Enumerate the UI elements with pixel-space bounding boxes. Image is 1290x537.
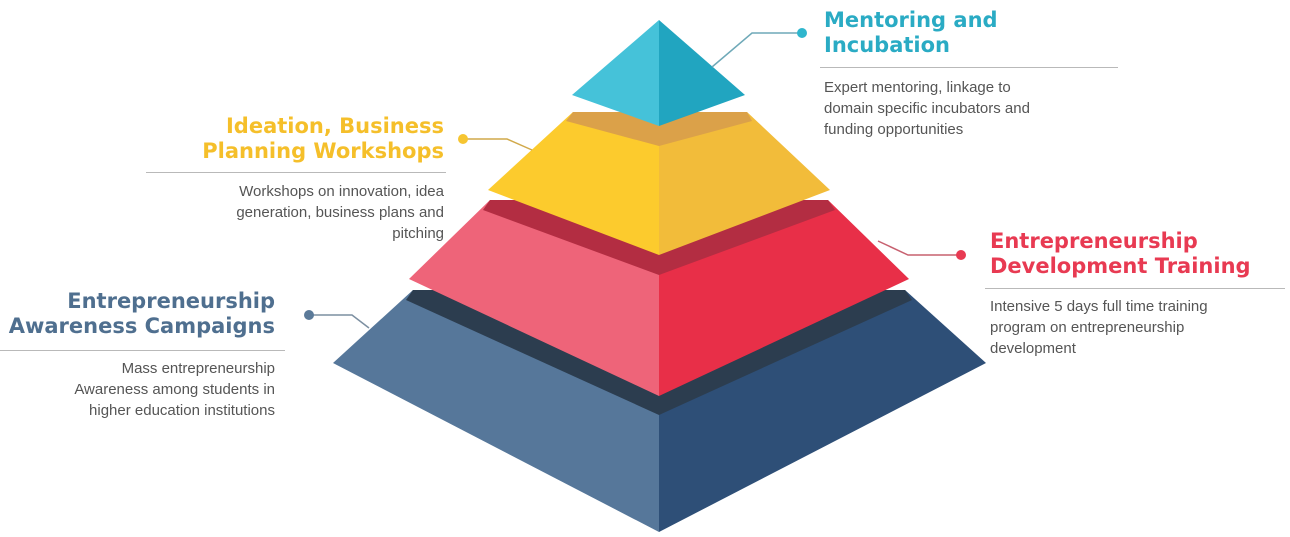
tier-mentoring-left-face [572,20,659,126]
ideation-title-line: Ideation, Business [225,114,444,138]
development-title-line: Entrepreneurship [990,229,1198,253]
awareness-title-line: Awareness Campaigns [8,314,275,338]
connector-dot-development [956,250,966,260]
ideation-description-line: Workshops on innovation, idea [239,183,444,200]
development-description-line: development [990,340,1076,357]
pyramid-tier-mentoring [572,20,745,126]
mentoring-title: Mentoring and Incubation [824,8,1124,58]
awareness-description-line: higher education institutions [89,402,275,419]
label-ideation: Ideation, Business Planning Workshops [144,114,444,164]
development-description-line: program on entrepreneurship [990,319,1185,336]
mentoring-title-line: Incubation [824,33,950,57]
connector-dot-awareness [304,310,314,320]
connector-development [877,240,966,260]
awareness-divider [0,350,285,351]
development-description: Intensive 5 days full time training prog… [990,296,1285,359]
tier-ideation-left-face [488,112,659,255]
connector-dot-ideation [458,134,468,144]
connector-mentoring [711,28,807,68]
ideation-description: Workshops on innovation, idea generation… [144,181,444,244]
mentoring-description-line: funding opportunities [824,121,964,138]
development-description-line: Intensive 5 days full time training [990,298,1208,315]
mentoring-title-line: Mentoring and [824,8,998,32]
mentoring-divider [820,67,1118,68]
ideation-title-line: Planning Workshops [202,139,444,163]
mentoring-description: Expert mentoring, linkage to domain spec… [824,77,1124,140]
awareness-description: Mass entrepreneurship Awareness among st… [0,358,275,421]
development-divider [985,288,1285,289]
development-title-line: Development Training [990,254,1251,278]
label-mentoring: Mentoring and Incubation [824,8,1124,58]
connector-dot-mentoring [797,28,807,38]
mentoring-description-line: Expert mentoring, linkage to [824,79,1011,96]
connector-ideation [458,134,533,151]
pyramid-tier-ideation [488,112,830,255]
ideation-description-line: pitching [392,225,444,242]
development-title: Entrepreneurship Development Training [990,229,1285,279]
tier-mentoring-right-face [659,20,745,126]
connector-awareness [304,310,370,329]
awareness-title-line: Entrepreneurship [67,289,275,313]
awareness-title: Entrepreneurship Awareness Campaigns [0,289,275,339]
ideation-description-line: generation, business plans and [236,204,444,221]
mentoring-description-line: domain specific incubators and [824,100,1030,117]
label-development: Entrepreneurship Development Training [990,229,1285,279]
awareness-description-line: Awareness among students in [74,381,275,398]
tier-ideation-right-face [659,112,830,255]
ideation-divider [146,172,446,173]
label-awareness: Entrepreneurship Awareness Campaigns [0,289,275,339]
ideation-title: Ideation, Business Planning Workshops [144,114,444,164]
awareness-description-line: Mass entrepreneurship [121,360,275,377]
tier-ideation-top-shadow [566,112,752,146]
